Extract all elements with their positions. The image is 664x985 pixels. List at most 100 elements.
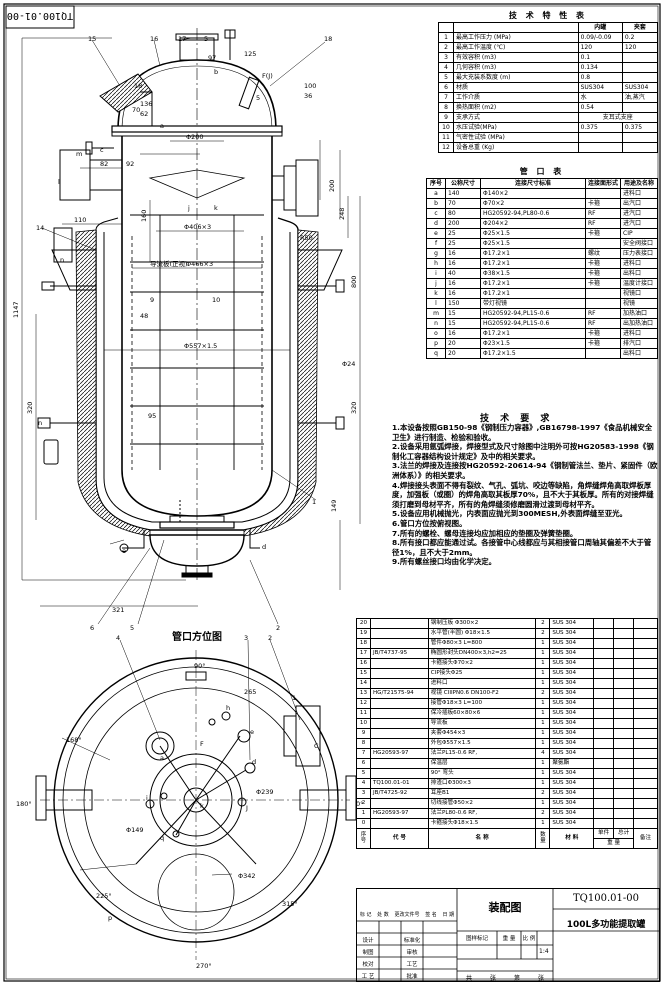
- nozzle-purpose: 出料口: [620, 348, 658, 359]
- part-no: 4: [356, 778, 371, 789]
- part-unit-weight: [593, 818, 615, 829]
- tech-item: 水压试验(MPa): [453, 122, 579, 133]
- part-qty: 1: [535, 678, 551, 689]
- svg-text:17: 17: [178, 35, 186, 43]
- part-material: SUS 304: [549, 678, 595, 689]
- part-remark: [633, 668, 658, 679]
- part-remark: [633, 818, 658, 829]
- part-remark: [633, 808, 658, 819]
- sheet-count-label: 张: [537, 975, 544, 982]
- svg-text:1147: 1147: [12, 301, 20, 318]
- part-total-weight: [613, 708, 635, 719]
- svg-text:n: n: [60, 256, 64, 264]
- part-remark: [633, 748, 658, 759]
- svg-text:9: 9: [150, 296, 154, 304]
- title-field-label: 重 量: [502, 936, 516, 942]
- part-name: 90° 弯头: [427, 768, 537, 779]
- nozzle-id: h: [426, 258, 446, 269]
- part-remark: [633, 758, 658, 769]
- tech-item: 设备总重 (Kg): [453, 142, 579, 153]
- scale-value: 1:4: [539, 948, 549, 955]
- part-code: [369, 798, 429, 809]
- svg-text:15: 15: [88, 35, 96, 43]
- part-material: SUS 304: [549, 808, 595, 819]
- part-unit-weight: [593, 688, 615, 699]
- svg-text:C: C: [314, 742, 319, 750]
- role-label: 制图: [362, 950, 374, 956]
- parts-header-row: 重 量: [357, 838, 658, 849]
- part-remark: [633, 788, 658, 799]
- svg-text:6: 6: [90, 624, 94, 632]
- tech-inner: 120: [577, 42, 623, 53]
- part-total-weight: [613, 688, 635, 699]
- part-name: 钢制压板 Φ300×2: [427, 618, 537, 629]
- svg-text:82: 82: [100, 160, 108, 168]
- part-no: 20: [356, 618, 371, 629]
- part-material: SUS 304: [549, 768, 595, 779]
- role-row: 工 艺批准: [357, 970, 457, 982]
- part-material: SUS 304: [549, 618, 595, 629]
- part-total-weight: [613, 778, 635, 789]
- svg-text:265: 265: [244, 688, 256, 696]
- nozzle-face: 卡箍: [584, 338, 622, 349]
- requirement-item: 2.设备采用氩弧焊接，焊接型式及尺寸除图中注明外可按HG20583-1998《钢…: [392, 442, 654, 461]
- part-unit-weight: [593, 758, 615, 769]
- tech-inner: 0.09/-0.09: [577, 32, 623, 43]
- part-remark: [633, 768, 658, 779]
- nozzle-face: RF: [584, 208, 622, 219]
- part-unit-weight: [593, 768, 615, 779]
- svg-text:2: 2: [276, 624, 280, 632]
- tech-inner: 0.8: [577, 72, 623, 83]
- part-name: 卡箍接头Φ70×2: [427, 658, 537, 669]
- part-no: 15: [356, 668, 371, 679]
- part-remark: [633, 618, 658, 629]
- part-total-weight: [613, 738, 635, 749]
- part-code: [369, 618, 429, 629]
- part-total-weight: [613, 788, 635, 799]
- part-unit-weight: [593, 698, 615, 709]
- nozzle-table-title: 管 口 表: [519, 167, 565, 176]
- part-unit-weight: [593, 708, 615, 719]
- dimension-text: Φ200 Φ406×3 Φ466×3 Φ557×1.5 136 62 97 12…: [12, 50, 358, 614]
- part-name: 夹套Φ454×3: [427, 728, 537, 739]
- nozzle-purpose: 出料口: [620, 268, 658, 279]
- part-code: TQ100.01-01: [369, 778, 429, 789]
- tech-item: 几何容积 (m3): [453, 62, 579, 73]
- nozzle-purpose: 进汽口: [620, 218, 658, 229]
- svg-text:95: 95: [148, 412, 156, 420]
- view-title: 管口方位图: [172, 630, 222, 643]
- tech-item: 最高工作压力 (MPa): [453, 32, 579, 43]
- part-total-weight: [613, 748, 635, 759]
- requirement-item: 5.设备应用机械抛光，内表面应抛光到300MESH,外表面焊缝至亚光。: [392, 509, 627, 519]
- tech-inner: 水: [577, 92, 623, 103]
- part-name: 切线接管Φ50×2: [427, 798, 537, 809]
- svg-text:149: 149: [330, 500, 338, 512]
- nozzle-standard: Φ204×2: [480, 218, 586, 229]
- nozzle-size: 16: [445, 258, 481, 269]
- nozzle-id: b: [426, 198, 446, 209]
- part-code: [369, 728, 429, 739]
- sheet-border-inner: [5, 5, 659, 980]
- parts-head-code: 代 号: [369, 828, 429, 849]
- nozzle-standard: Φ25×1.5: [480, 228, 586, 239]
- tech-no: 7: [438, 92, 454, 103]
- sheet-count-label: 第: [513, 975, 520, 982]
- part-material: SUS 304: [549, 668, 595, 679]
- part-remark: [633, 698, 658, 709]
- part-material: SUS 304: [549, 738, 595, 749]
- tech-item: 换热面积 (m2): [453, 102, 579, 113]
- part-remark: [633, 658, 658, 669]
- tech-jacket: 0.2: [621, 32, 659, 43]
- orientation-labels: 90° 168° 180° 0° 225° 315° 270° Φ239 Φ14…: [16, 634, 363, 970]
- tech-jacket: [621, 102, 659, 113]
- part-no: 17: [356, 648, 371, 659]
